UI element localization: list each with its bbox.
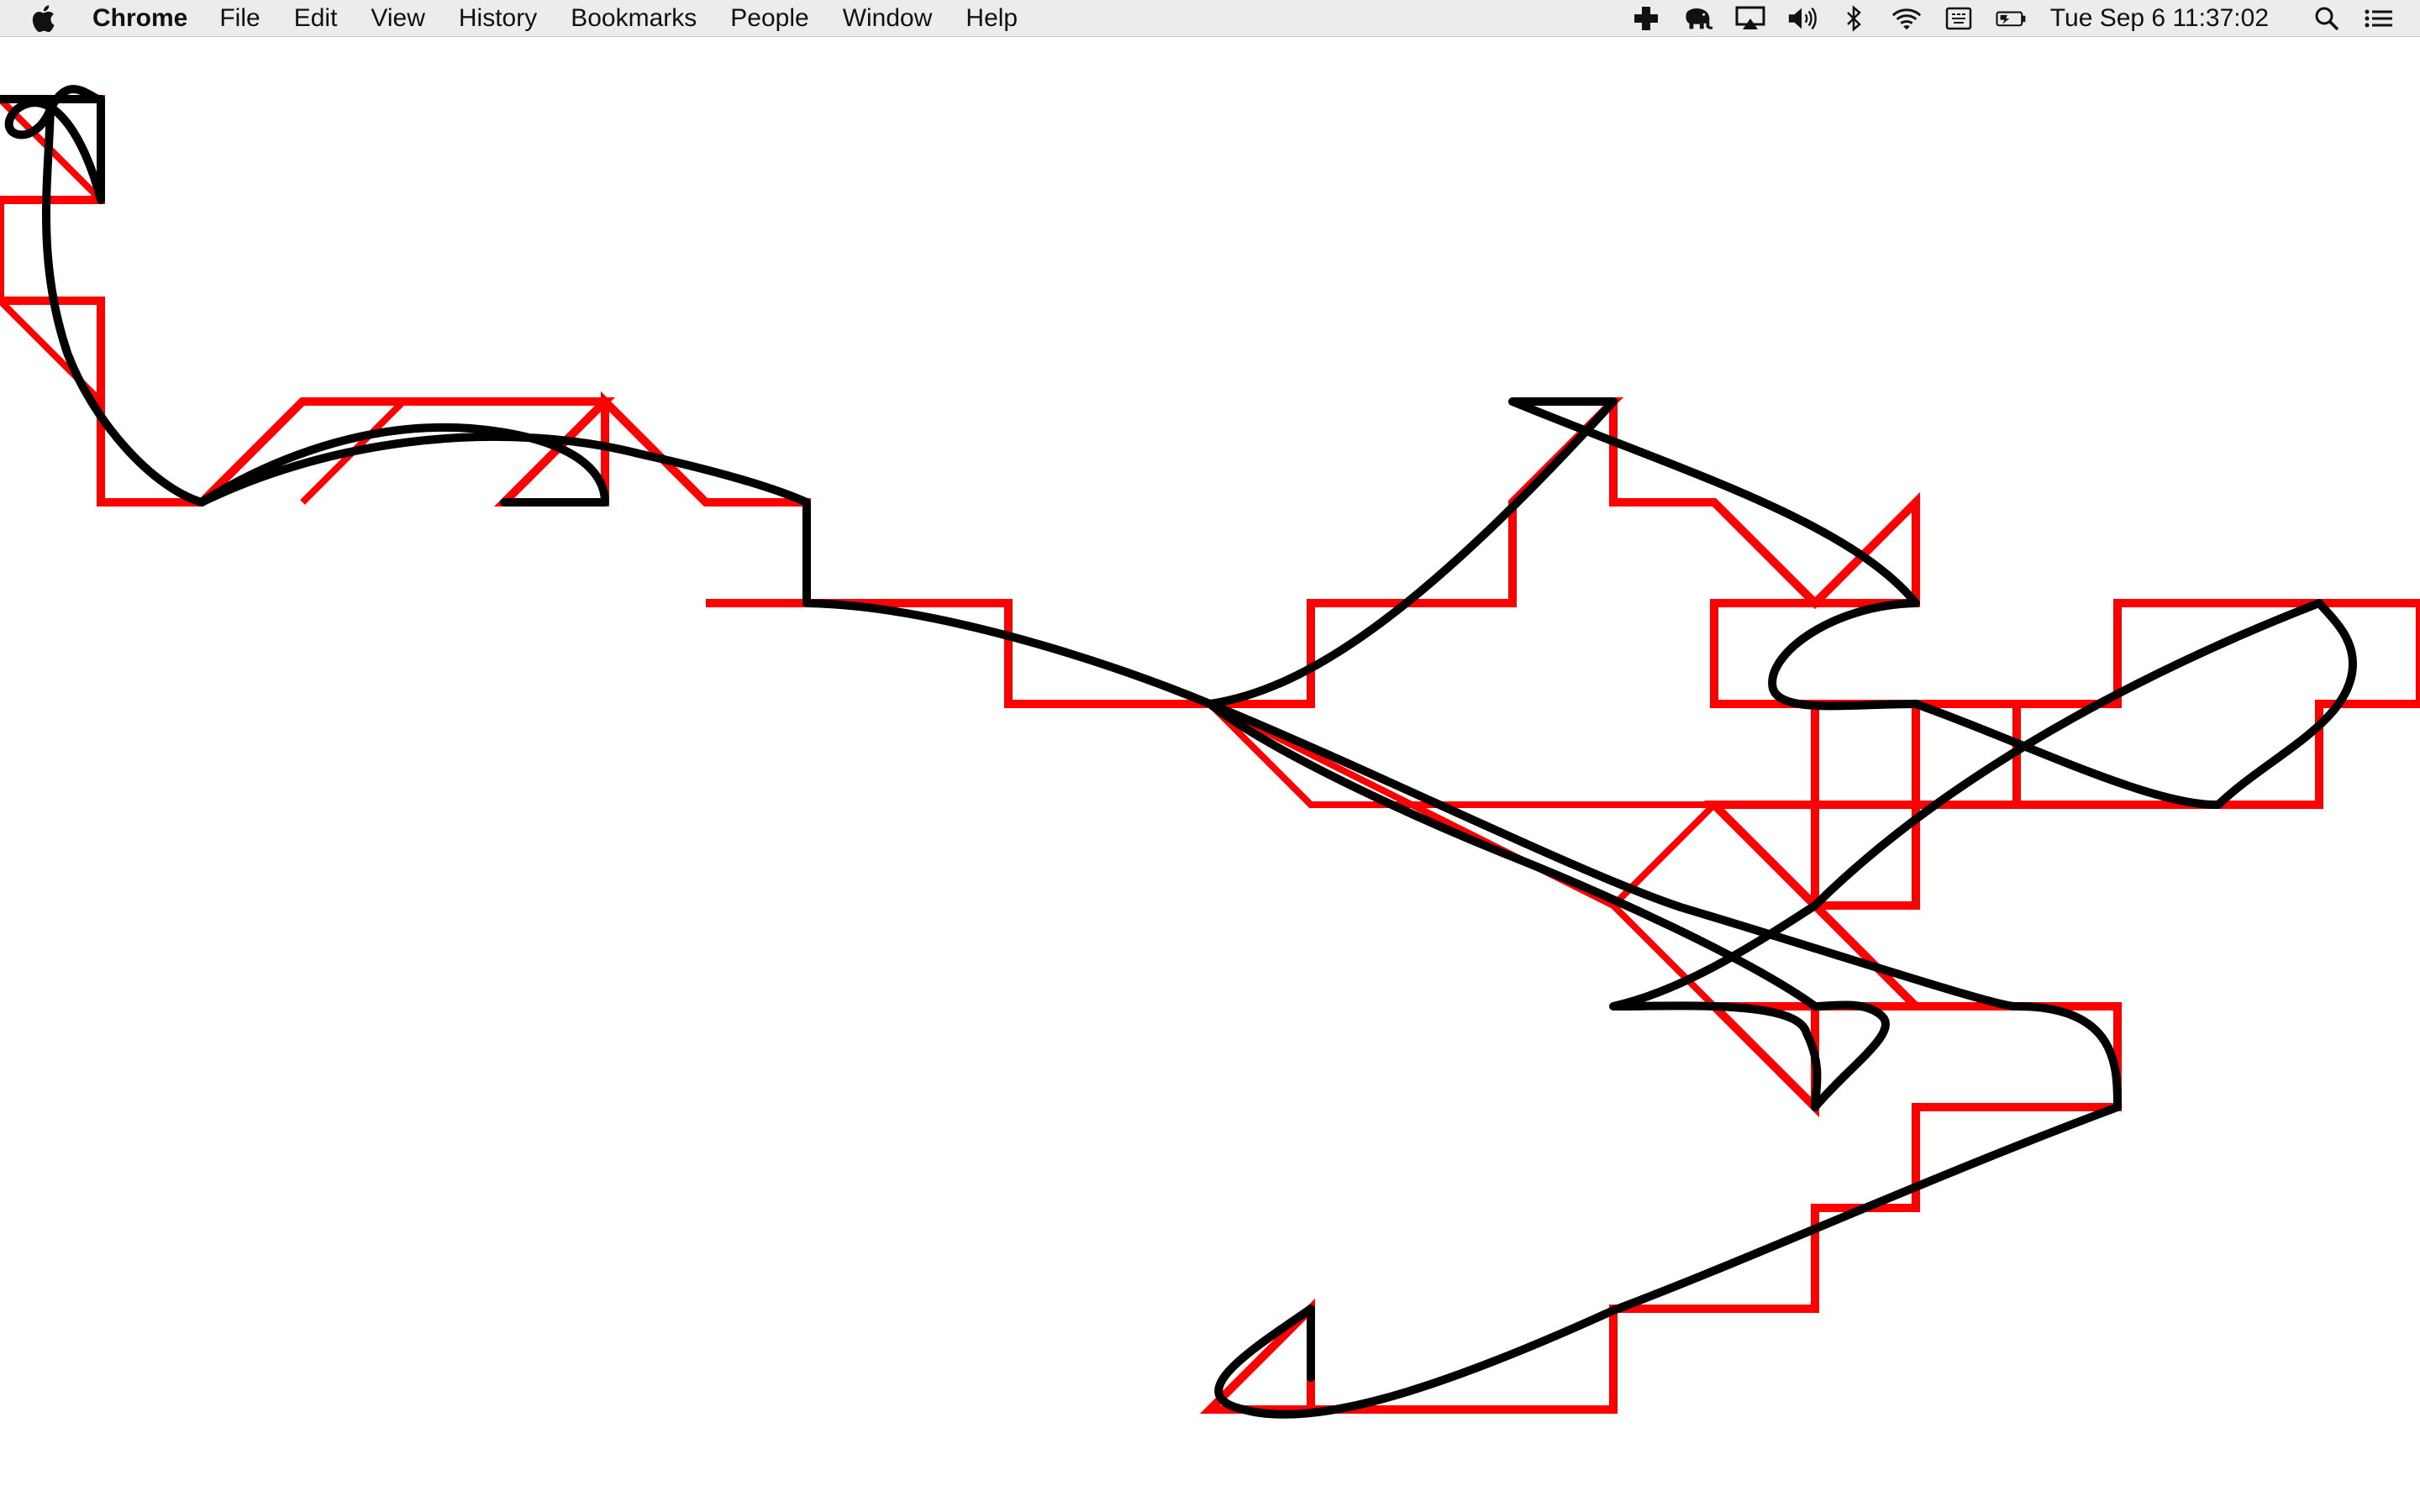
menu-history[interactable]: History — [458, 3, 538, 32]
red-path — [0, 95, 2420, 1414]
menu-edit[interactable]: Edit — [293, 3, 338, 32]
black-curve — [0, 85, 2357, 1419]
battery-charging-icon[interactable] — [1995, 4, 2027, 33]
keyboard-input-icon[interactable] — [1943, 4, 1975, 33]
elephant-icon[interactable] — [1682, 4, 1714, 33]
menu-file[interactable]: File — [219, 3, 260, 32]
volume-icon[interactable] — [1786, 4, 1818, 33]
plus-extension-icon[interactable] — [1630, 4, 1662, 33]
menu-clock[interactable]: Tue Sep 6 11:37:02 — [2049, 4, 2269, 32]
notification-center-icon[interactable] — [2363, 4, 2395, 33]
red-diagonals — [0, 97, 1723, 1009]
menu-bar: Chrome File Edit View History Bookmarks … — [0, 0, 2420, 37]
drawing-canvas — [0, 85, 2420, 1419]
menu-bookmarks[interactable]: Bookmarks — [571, 3, 697, 32]
bluetooth-icon[interactable] — [1839, 4, 1870, 33]
menu-bar-right: Tue Sep 6 11:37:02 — [1610, 0, 2395, 37]
wifi-icon[interactable] — [1891, 4, 1923, 33]
menu-window[interactable]: Window — [842, 3, 933, 32]
menu-view[interactable]: View — [371, 3, 425, 32]
spotlight-search-icon[interactable] — [2311, 4, 2343, 33]
airplay-icon[interactable] — [1734, 4, 1766, 33]
menu-help[interactable]: Help — [965, 3, 1018, 32]
menu-people[interactable]: People — [730, 3, 809, 32]
menu-app-name[interactable]: Chrome — [92, 3, 188, 32]
apple-icon[interactable] — [32, 4, 55, 33]
menu-bar-left: Chrome File Edit View History Bookmarks … — [0, 0, 1051, 37]
